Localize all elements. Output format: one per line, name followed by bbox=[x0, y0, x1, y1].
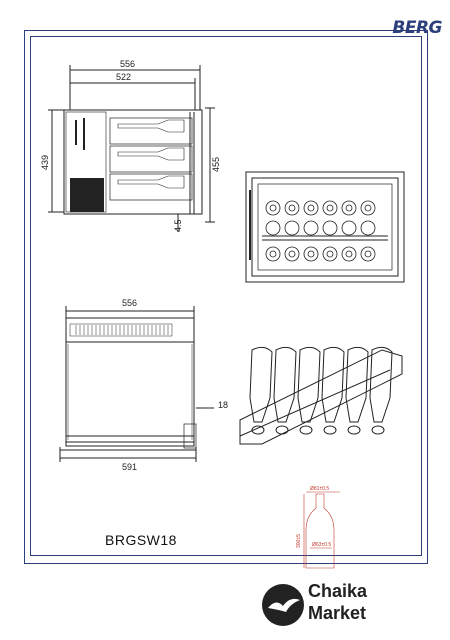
bottle-row-1 bbox=[265, 200, 376, 216]
bottle-spec-dia-body: Ø63±0.5 bbox=[312, 542, 331, 548]
bottle-2 bbox=[273, 346, 297, 435]
inner-frame bbox=[30, 36, 422, 556]
top-view-drawing bbox=[59, 306, 214, 462]
bottle-rack-drawing bbox=[239, 346, 403, 445]
dim-depth: 591 bbox=[122, 462, 137, 472]
bottle-spec-dia-top: Ø81±0.5 bbox=[310, 486, 329, 492]
bottle-1 bbox=[249, 346, 273, 435]
dim-total-height: 455 bbox=[211, 157, 221, 172]
side-view-drawing bbox=[48, 65, 215, 232]
dim-overall-width: 556 bbox=[120, 59, 135, 69]
bottle-4 bbox=[321, 346, 345, 435]
bottle-6 bbox=[369, 346, 393, 435]
dim-inner-width: 522 bbox=[116, 72, 131, 82]
model-name: BRGSW18 bbox=[105, 532, 177, 548]
bottle-3 bbox=[297, 346, 321, 435]
bottle-row-2 bbox=[265, 220, 376, 236]
brand-logo: BERG bbox=[392, 18, 442, 38]
watermark-line2: Market bbox=[308, 603, 367, 623]
outer-frame bbox=[24, 30, 428, 564]
bottle-spec-height: 300±5 bbox=[296, 534, 302, 548]
watermark-line1: Chaika bbox=[308, 581, 368, 601]
bottle-5 bbox=[345, 346, 369, 435]
dim-side-offset: 18 bbox=[218, 400, 228, 410]
dim-height: 439 bbox=[40, 155, 50, 170]
front-view-drawing bbox=[245, 171, 405, 283]
bottle-row-3 bbox=[265, 246, 376, 262]
chaika-market-watermark: Chaika Market bbox=[256, 578, 446, 636]
seagull-logo-icon bbox=[262, 584, 304, 626]
bottle-spec-drawing bbox=[303, 491, 340, 569]
dim-offset: 4.5 bbox=[173, 219, 183, 232]
dim-top-width: 556 bbox=[122, 298, 137, 308]
